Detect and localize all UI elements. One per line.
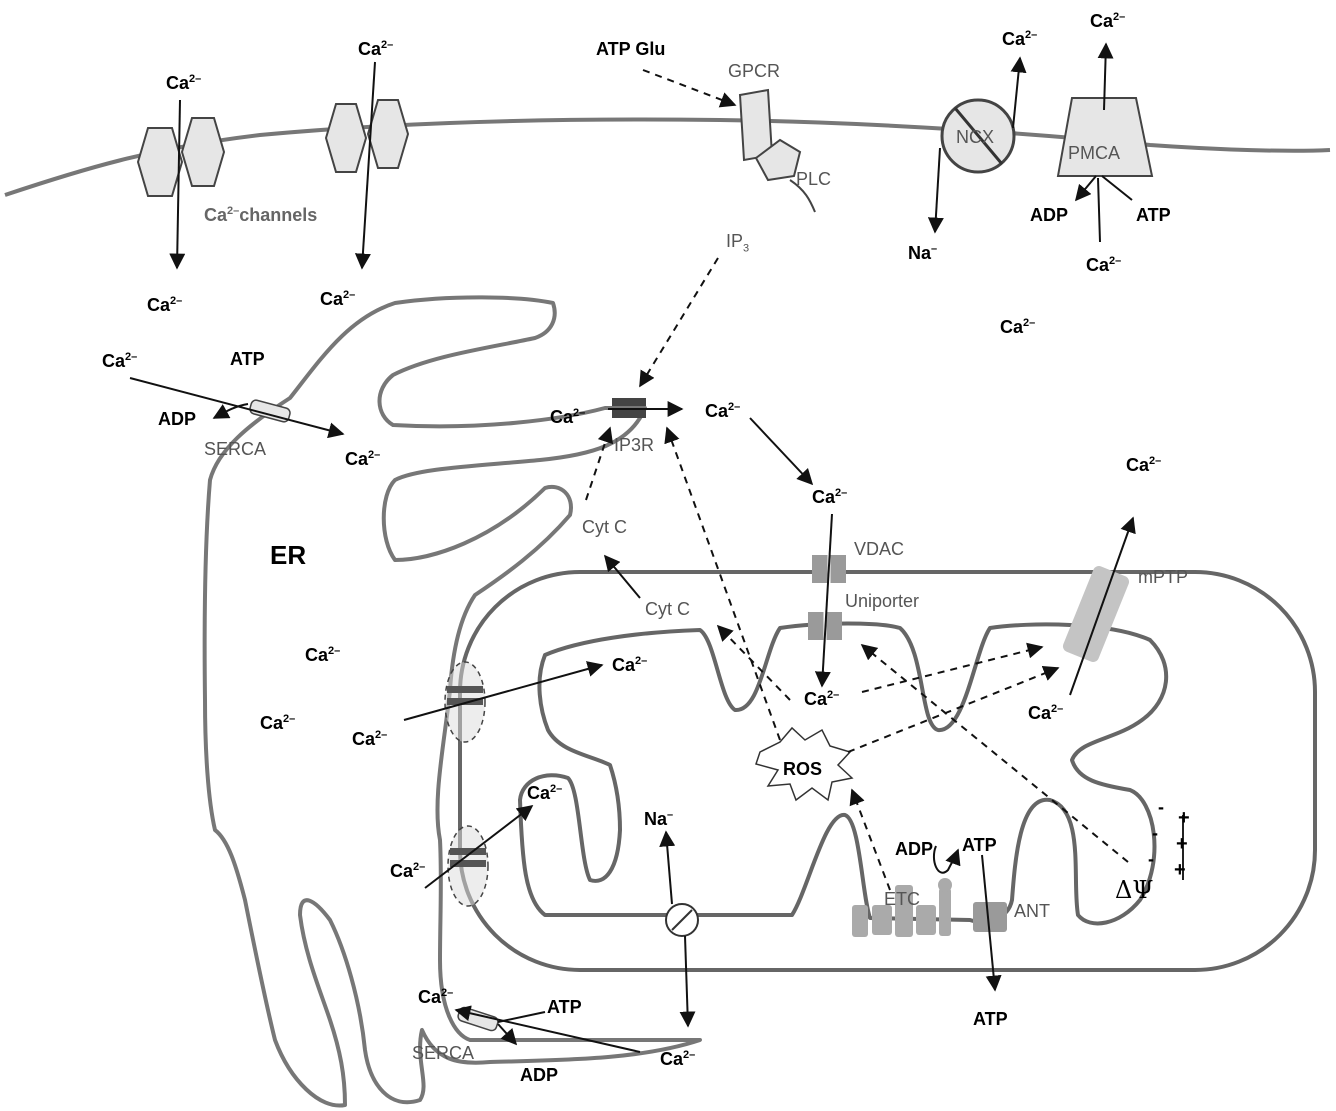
ca-label-matrix: Ca2–: [804, 690, 839, 708]
ant-label: ANT: [1014, 902, 1050, 920]
ip3-label: IP3: [726, 232, 749, 250]
ca-label-er-lumen-1: Ca2–: [305, 646, 340, 664]
ca-label-contact-lower-out: Ca2–: [527, 784, 562, 802]
uniporter-label: Uniporter: [845, 592, 919, 610]
adp-label-ant: ADP: [895, 840, 933, 858]
cyt-c-label-upper: Cyt C: [582, 518, 627, 536]
plc-label: PLC: [796, 170, 831, 188]
potential-plus-2: +: [1176, 834, 1188, 854]
adp-label-serca-lower: ADP: [520, 1066, 558, 1084]
adp-label-serca-upper: ADP: [158, 410, 196, 428]
atp-glu-label: ATP Glu: [596, 40, 665, 58]
cyt-c-label-lower: Cyt C: [645, 600, 690, 618]
ca-label-channel2-bottom: Ca2–: [320, 290, 355, 308]
ip3r-receptor-lower: [612, 410, 646, 418]
atp-label-pmca: ATP: [1136, 206, 1171, 224]
ca-label-channel2-top: Ca2–: [358, 40, 393, 58]
pmca-label: PMCA: [1068, 144, 1120, 162]
atp-label-serca-lower: ATP: [547, 998, 582, 1016]
adp-label-pmca: ADP: [1030, 206, 1068, 224]
ca-label-pmca-out: Ca2–: [1090, 12, 1125, 30]
atp-label-ant-top: ATP: [962, 836, 997, 854]
ca-label-vdac-top: Ca2–: [812, 488, 847, 506]
potential-plus-1: +: [1178, 808, 1190, 828]
ca-channels-label: Ca2–channels: [204, 206, 317, 224]
ca-label-contact-upper-in: Ca2–: [352, 730, 387, 748]
ca-label-mptp-in: Ca2–: [1028, 704, 1063, 722]
vdac-label: VDAC: [854, 540, 904, 558]
ant-transporter: [973, 902, 1007, 932]
ca-label-cytosol: Ca2–: [1000, 318, 1035, 336]
ca-channel-2: [326, 100, 408, 172]
atp-label-serca-upper: ATP: [230, 350, 265, 368]
etc-label: ETC: [884, 890, 920, 908]
ca-label-serca-lower-out: Ca2–: [418, 988, 453, 1006]
er-label: ER: [270, 542, 306, 568]
atp-label-cytosol: ATP: [973, 1010, 1008, 1028]
potential-minus-1: -: [1158, 798, 1164, 816]
ca-label-contact-lower-in: Ca2–: [390, 862, 425, 880]
mptp-label: mPTP: [1138, 568, 1188, 586]
ip3r-receptor: [612, 398, 646, 406]
serca-label-upper: SERCA: [204, 440, 266, 458]
ca-label-er-lumen-2: Ca2–: [260, 714, 295, 732]
serca-label-lower: SERCA: [412, 1044, 474, 1062]
ca-label-serca-lower-in: Ca2–: [660, 1050, 695, 1068]
ros-label: ROS: [783, 760, 822, 778]
contact-site-upper-channel-a: [447, 686, 483, 693]
ncx-label: NCX: [956, 128, 994, 146]
ca-label-serca-upper-in: Ca2–: [102, 352, 137, 370]
na-label-matrix: Na–: [644, 810, 673, 828]
dashed-arrows: [586, 70, 1128, 890]
ca-label-ip3r-in: Ca2–: [550, 408, 585, 426]
potential-minus-3: -: [1148, 850, 1154, 868]
mptp-pore: [1061, 564, 1131, 664]
ca-label-channel1-top: Ca2–: [166, 74, 201, 92]
ca-label-pmca-in: Ca2–: [1086, 256, 1121, 274]
ca-label-mptp-out: Ca2–: [1126, 456, 1161, 474]
ca-channel-1: [138, 118, 224, 196]
ca-label-serca-upper-out: Ca2–: [345, 450, 380, 468]
na-label-ncx: Na–: [908, 244, 937, 262]
ca-label-contact-upper-out: Ca2–: [612, 656, 647, 674]
potential-minus-2: -: [1152, 824, 1158, 842]
potential-plus-3: +: [1174, 860, 1186, 880]
ip3r-label: IP3R: [614, 436, 654, 454]
ca-label-ncx-out: Ca2–: [1002, 30, 1037, 48]
ca-label-ip3r-out: Ca2–: [705, 402, 740, 420]
gpcr-label: GPCR: [728, 62, 780, 80]
ca-label-channel1-bottom: Ca2–: [147, 296, 182, 314]
delta-psi-label: ΔΨ: [1115, 878, 1153, 902]
